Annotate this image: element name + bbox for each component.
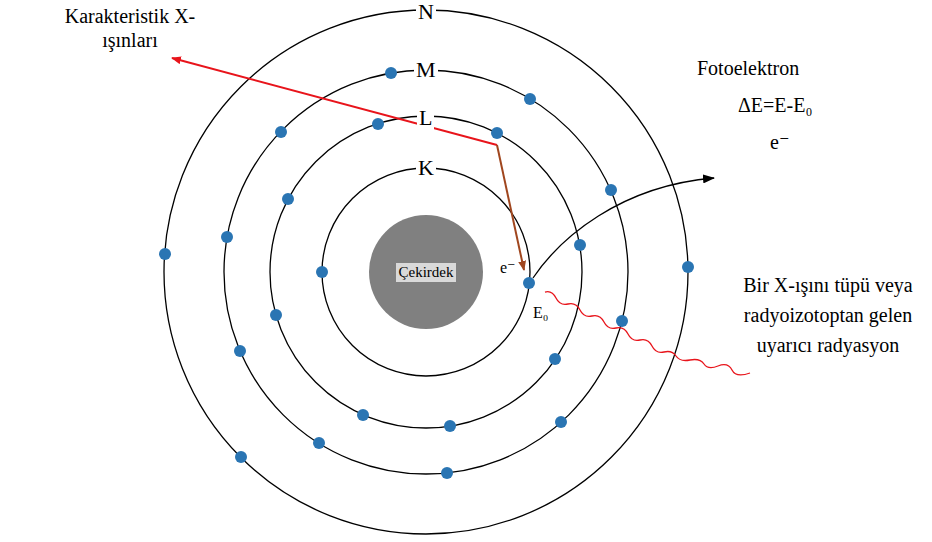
electron [682,261,694,273]
electron [523,277,535,289]
electron [313,437,325,449]
label-text: K [416,155,436,181]
electron [221,231,233,243]
electron [357,409,369,421]
electron [616,315,628,327]
electron [441,467,453,479]
shell-l [270,116,582,428]
label-text: L [417,105,434,131]
shell-k [322,168,530,376]
electron [270,309,282,321]
electron [275,126,287,138]
label-text: Fotoelektron [697,56,799,80]
electron-shells [164,10,688,534]
nucleus-label: Çekirdek [396,263,457,282]
electron [549,353,561,365]
electron [555,416,567,428]
photoelectron-arrow [533,178,714,278]
label-text: e⁻ [770,130,789,154]
electron [234,345,246,357]
label-text: M [414,57,438,83]
electron [385,67,397,79]
shell-n [164,10,688,534]
incident-radiation-wave [545,292,750,375]
electron [491,127,503,139]
label-text: e⁻ [498,258,518,277]
electron-transition-arrow [497,145,524,270]
electron [235,451,247,463]
electron [372,118,384,130]
label-text: E₀ [533,303,548,322]
electron [605,184,617,196]
label-text: ΔE=E-E₀ [738,93,812,117]
electron [159,248,171,260]
electron [316,266,328,278]
electron [524,93,536,105]
electrons [159,67,694,479]
label-text: Bir X-ışını tüpü veya radyoizotoptan gel… [728,270,928,360]
nucleus-circle: Çekirdek [369,215,483,329]
electron [444,420,456,432]
electron [282,193,294,205]
shell-m [224,70,628,474]
electron [574,239,586,251]
characteristic-xray-arrow [172,58,497,145]
label-text: Karakteristik X-ışınları [55,4,205,52]
label-text: N [416,0,436,25]
